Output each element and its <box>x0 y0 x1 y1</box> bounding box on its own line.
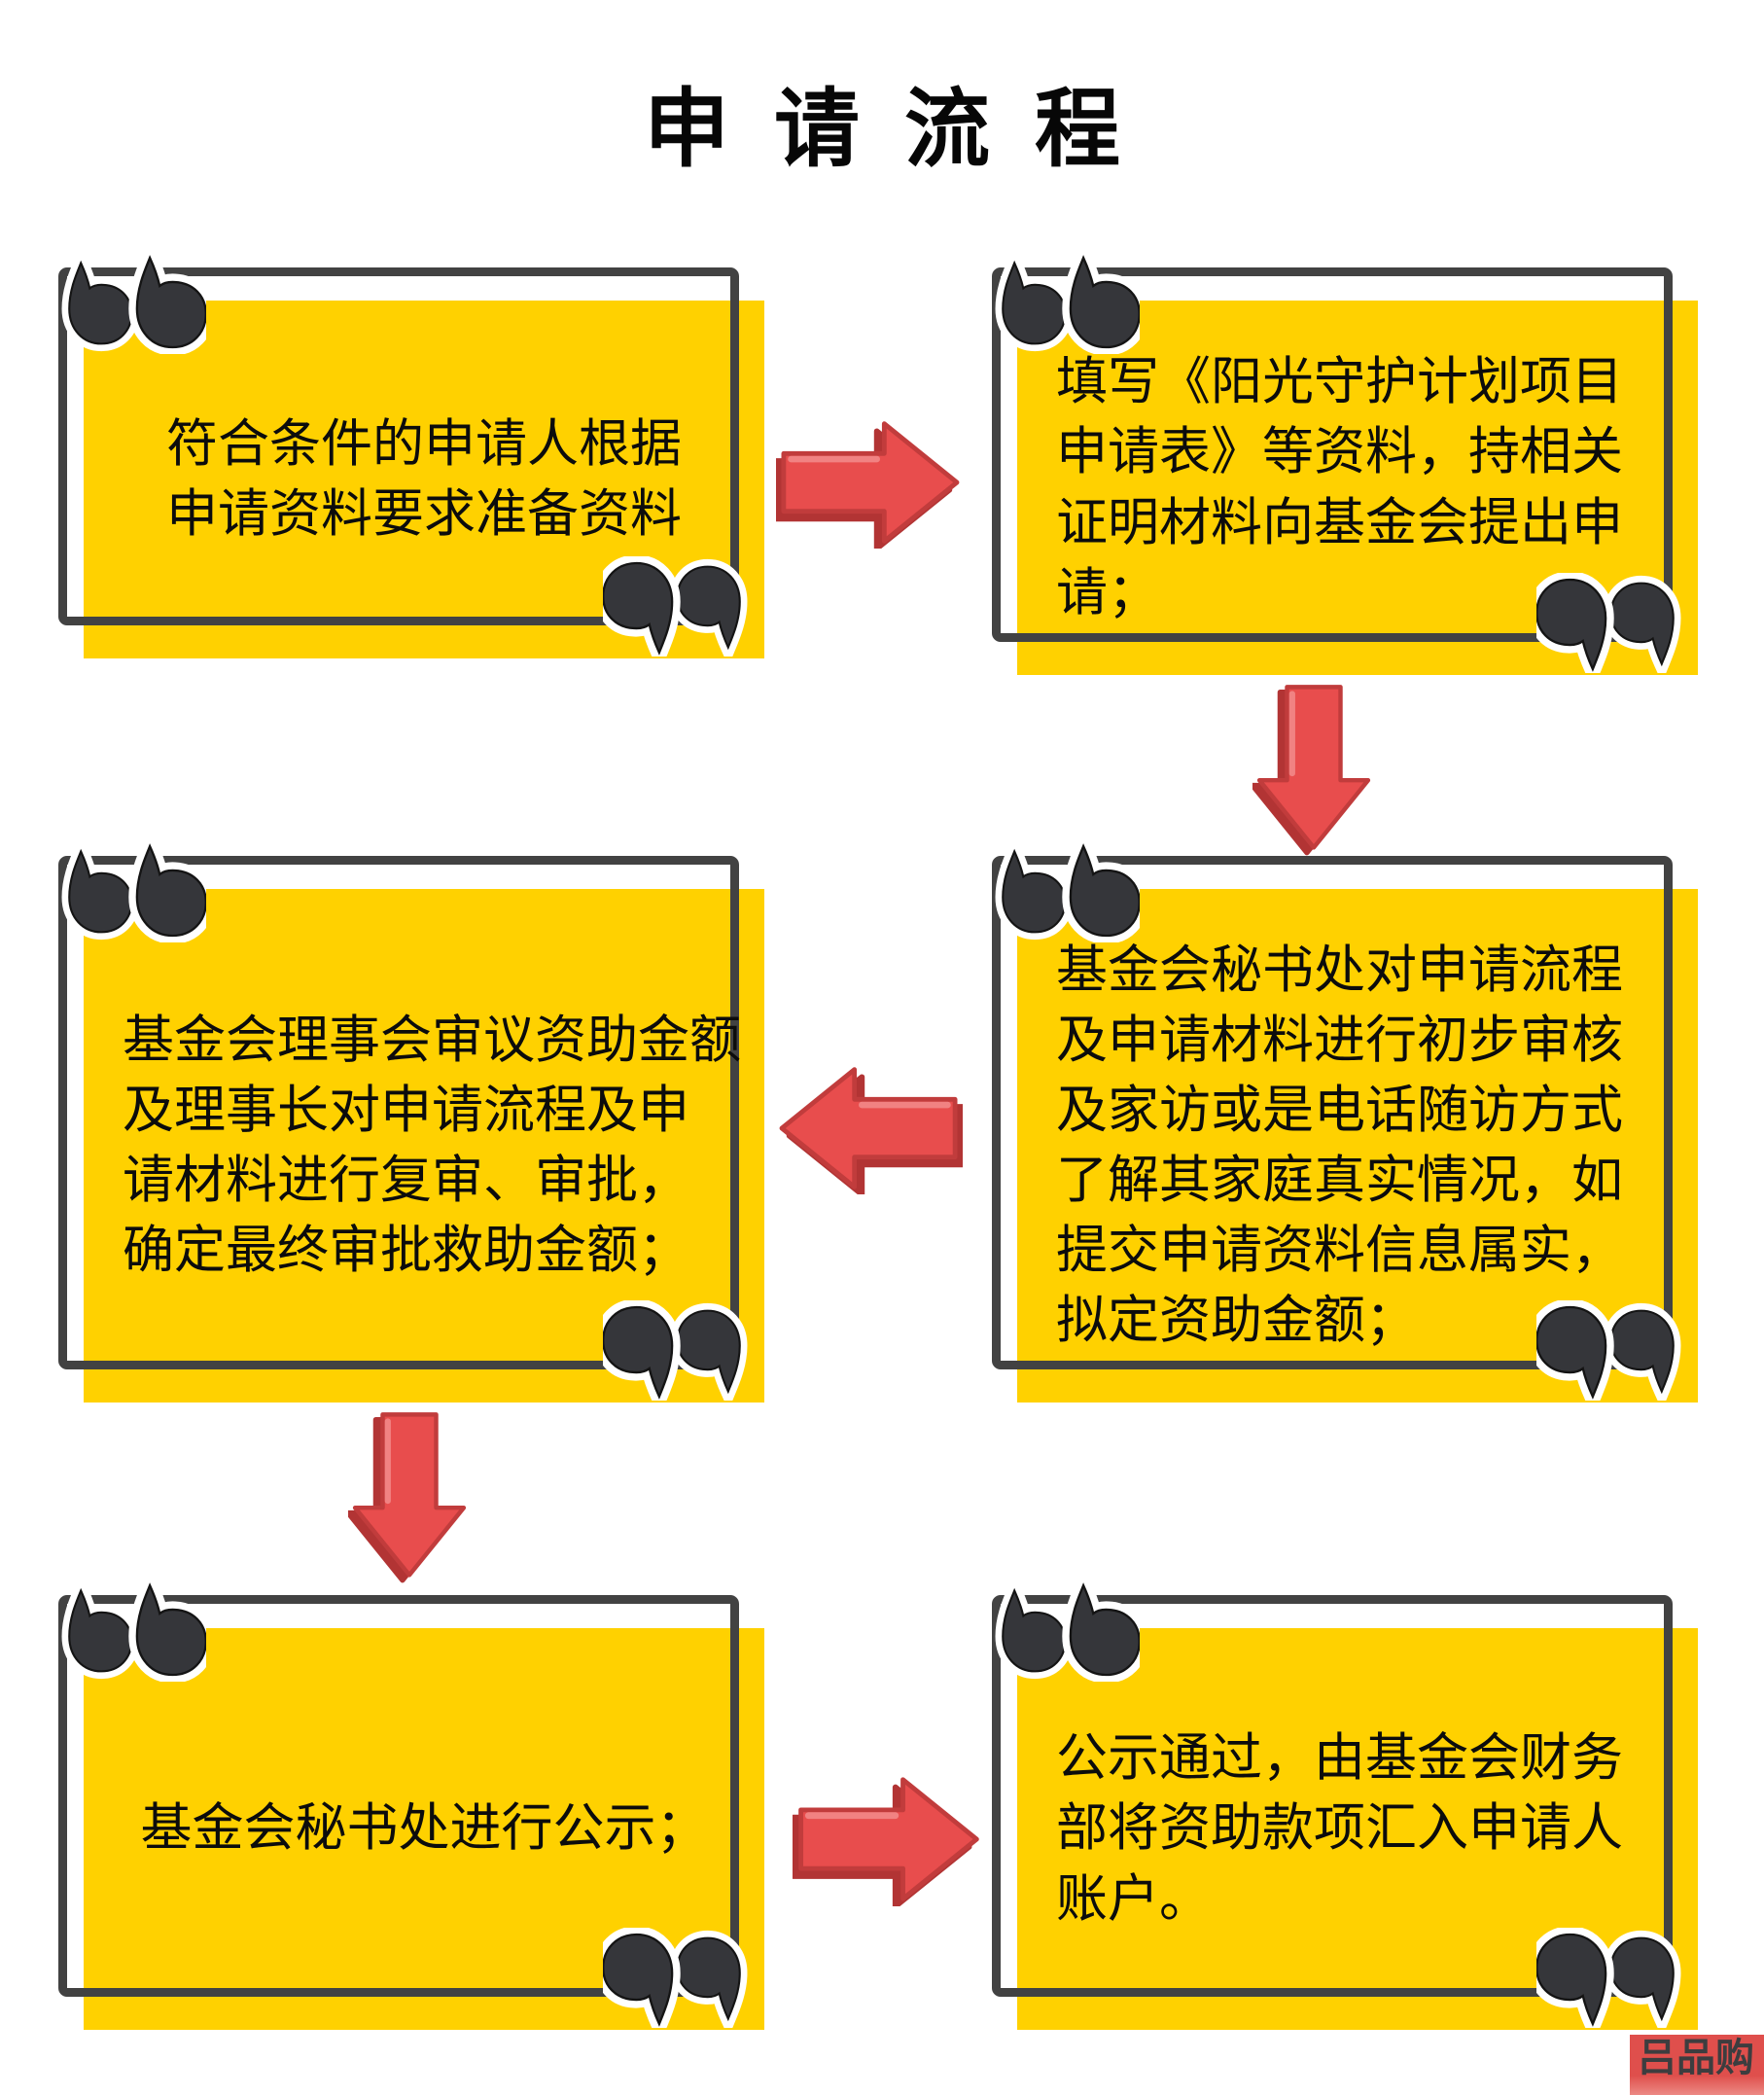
arrow-left-icon <box>779 1067 963 1194</box>
step-box-frame <box>992 1595 1673 1997</box>
step-box-approve: 基金会理事会审议资助金额 及理事长对申请流程及申 请材料进行复审、审批， 确定最… <box>58 856 764 1403</box>
arrow-down-icon <box>1252 685 1371 856</box>
step-box-frame <box>58 1595 739 1997</box>
arrow-right-icon <box>793 1777 979 1906</box>
step-box-submit: 填写《阳光守护计划项目 申请表》等资料，持相关 证明材料向基金会提出申 请； <box>992 267 1698 675</box>
step-box-publicity: 基金会秘书处进行公示； <box>58 1595 764 2030</box>
step-box-prepare: 符合条件的申请人根据 申请资料要求准备资料 <box>58 267 764 658</box>
page-title: 申请流程 <box>643 81 1165 177</box>
step-text: 基金会理事会审议资助金额 及理事长对申请流程及申 请材料进行复审、审批， 确定最… <box>123 1011 741 1280</box>
arrow-down-icon <box>348 1412 467 1583</box>
step-text: 基金会秘书处对申请流程 及申请材料进行初步审核 及家访或是电话随访方式 了解其家… <box>1056 941 1623 1350</box>
step-box-frame <box>992 267 1673 642</box>
watermark-text-left: 吕品 <box>1638 2037 1715 2079</box>
step-box-frame <box>992 856 1673 1369</box>
watermark-text-right: 购 <box>1715 2037 1754 2079</box>
step-box-transfer: 公示通过，由基金会财务 部将资助款项汇入申请人 账户。 <box>992 1595 1698 2030</box>
step-box-frame <box>58 267 739 625</box>
step-box-review: 基金会秘书处对申请流程 及申请材料进行初步审核 及家访或是电话随访方式 了解其家… <box>992 856 1698 1403</box>
arrow-right-icon <box>776 421 960 549</box>
step-text: 基金会秘书处进行公示； <box>140 1799 708 1858</box>
watermark-badge: 吕品 购 <box>1630 2035 1764 2095</box>
step-text: 公示通过，由基金会财务 部将资助款项汇入申请人 账户。 <box>1056 1729 1623 1928</box>
step-text: 填写《阳光守护计划项目 申请表》等资料，持相关 证明材料向基金会提出申 请； <box>1056 353 1623 621</box>
step-box-frame <box>58 856 739 1369</box>
step-text: 符合条件的申请人根据 申请资料要求准备资料 <box>166 414 682 543</box>
